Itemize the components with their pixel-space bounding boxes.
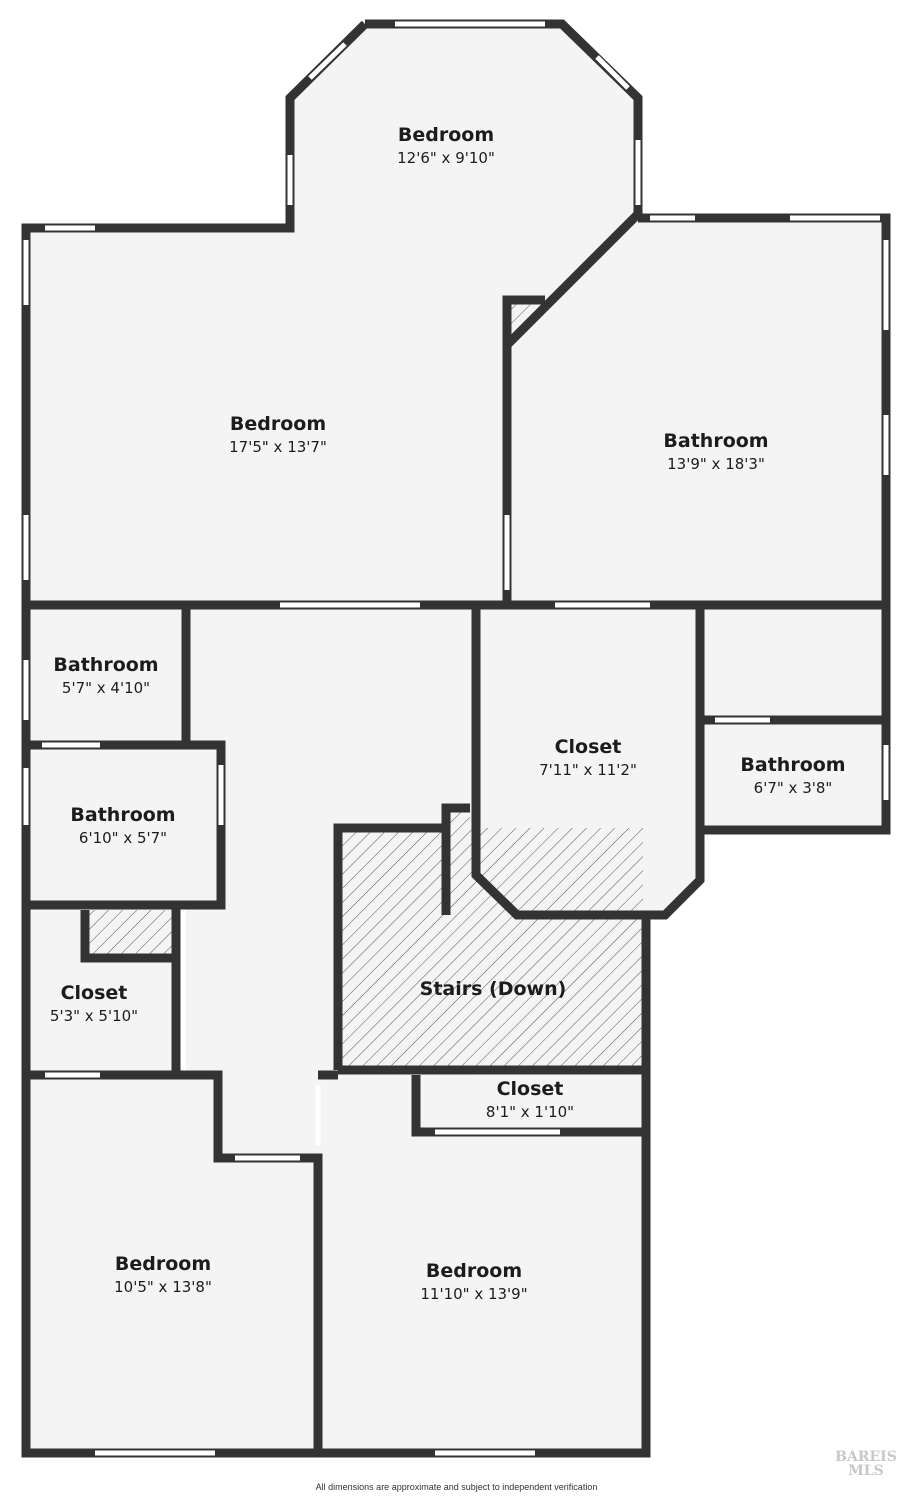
room-dims: 11'10" x 13'9": [420, 1285, 527, 1303]
room-name: Closet: [497, 1078, 564, 1100]
room-dims: 5'7" x 4'10": [62, 679, 150, 697]
room-dims: 12'6" x 9'10": [397, 149, 495, 167]
room-name: Bathroom: [53, 654, 158, 676]
logo-line-2: MLS: [848, 1463, 884, 1479]
hatched-areas: [85, 302, 643, 1066]
corner-hatch: [509, 302, 543, 336]
room-dims: 10'5" x 13'8": [114, 1278, 212, 1296]
room-dims: 5'3" x 5'10": [50, 1007, 138, 1025]
closet-shaft-hatch: [85, 910, 173, 958]
room-name: Bathroom: [70, 804, 175, 826]
room-bathroom-small-2: Bathroom 6'10" x 5'7": [70, 804, 175, 847]
stairs-hatch: [338, 828, 643, 1066]
room-labels: Bedroom 12'6" x 9'10" Bedroom 17'5" x 13…: [50, 124, 846, 1303]
room-bathroom-small-right: Bathroom 6'7" x 3'8": [740, 754, 845, 797]
room-name: Bedroom: [426, 1260, 522, 1282]
room-dims: 6'7" x 3'8": [754, 779, 833, 797]
room-bedroom-bottom-left: Bedroom 10'5" x 13'8": [114, 1253, 212, 1296]
room-closet-center: Closet 7'11" x 11'2": [539, 736, 637, 779]
room-dims: 8'1" x 1'10": [486, 1103, 574, 1121]
room-dims: 17'5" x 13'7": [229, 438, 327, 456]
room-name: Bedroom: [398, 124, 494, 146]
room-bedroom-main: Bedroom 17'5" x 13'7": [229, 413, 327, 456]
logo-line-1: BAREIS: [835, 1449, 897, 1465]
room-name: Bedroom: [115, 1253, 211, 1275]
room-dims: 7'11" x 11'2": [539, 761, 637, 779]
room-bathroom-small-1: Bathroom 5'7" x 4'10": [53, 654, 158, 697]
room-name: Closet: [61, 982, 128, 1004]
room-bedroom-bottom-right: Bedroom 11'10" x 13'9": [420, 1260, 527, 1303]
room-dims: 13'9" x 18'3": [667, 455, 765, 473]
room-dims: 6'10" x 5'7": [79, 829, 167, 847]
walls: [21, 19, 891, 1458]
windows: [23, 21, 889, 1456]
room-name: Bedroom: [230, 413, 326, 435]
disclaimer-footer: All dimensions are approximate and subje…: [315, 1482, 598, 1492]
room-stairs: Stairs (Down): [420, 978, 567, 1000]
room-closet-narrow: Closet 8'1" x 1'10": [486, 1078, 574, 1121]
room-name: Bathroom: [740, 754, 845, 776]
room-name: Stairs (Down): [420, 978, 567, 1000]
mls-logo: BAREIS MLS: [826, 1450, 906, 1478]
floor-fill: [26, 24, 886, 1453]
room-name: Bathroom: [663, 430, 768, 452]
room-name: Closet: [555, 736, 622, 758]
room-bedroom-top: Bedroom 12'6" x 9'10": [397, 124, 495, 167]
room-bathroom-large: Bathroom 13'9" x 18'3": [663, 430, 768, 473]
room-closet-left: Closet 5'3" x 5'10": [50, 982, 138, 1025]
chase-hatch: [446, 812, 512, 912]
